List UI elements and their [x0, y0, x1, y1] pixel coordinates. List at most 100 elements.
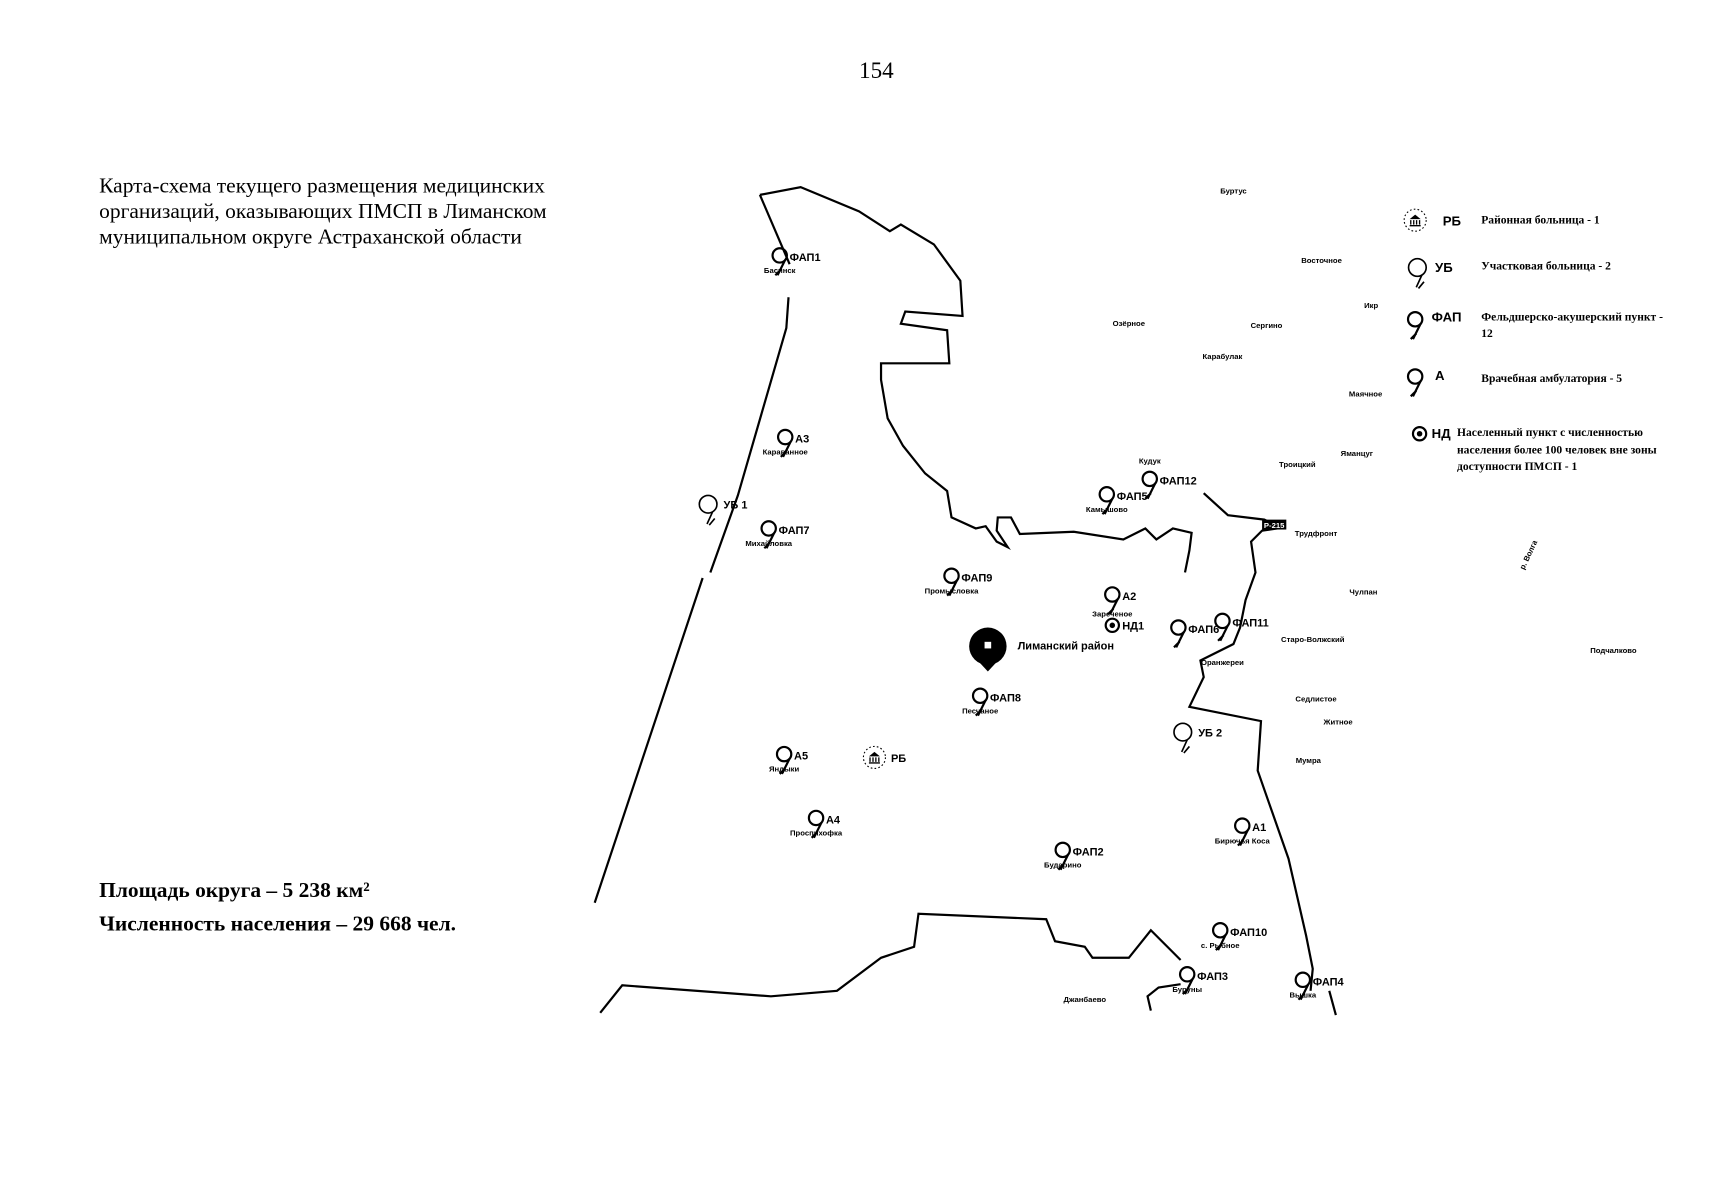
- marker-place-name: Зареченое: [1092, 610, 1133, 619]
- district-center-marker: Лиманский район: [969, 627, 1114, 672]
- legend-item-nd: НД Населенный пункт с численностью насел…: [1411, 426, 1657, 473]
- marker-place-name: Бударино: [1044, 861, 1082, 870]
- marker-code: ФАП3: [1197, 971, 1228, 983]
- target-icon: [1411, 426, 1428, 442]
- marker-code: ФАП1: [790, 252, 821, 264]
- map-title: Карта-схема текущего размещения медицинс…: [99, 175, 547, 249]
- marker-code: А5: [794, 751, 808, 763]
- marker-place-name: Михайловка: [745, 539, 792, 548]
- legend-item-ub: УБ Участковая больница - 2: [1407, 257, 1611, 290]
- place-name: Маячное: [1349, 389, 1383, 398]
- pin-icon: [1214, 612, 1231, 642]
- place-name: Озёрное: [1113, 319, 1146, 328]
- marker-code: ФАП4: [1313, 976, 1345, 988]
- place-name: Старо-Волжский: [1281, 635, 1345, 644]
- marker-place-name: Проспихофка: [790, 829, 843, 838]
- legend-code: ФАП: [1432, 309, 1462, 324]
- pin-icon: [1170, 619, 1187, 649]
- marker-code: ФАП6: [1188, 624, 1219, 636]
- map-marker-рб: РБ: [862, 745, 906, 770]
- marker-code: А2: [1122, 591, 1136, 603]
- place-name: Седлистое: [1295, 694, 1337, 703]
- marker-code: УБ 1: [724, 500, 748, 512]
- marker-place-name: Бирючья Коса: [1215, 836, 1271, 845]
- hospital-icon: [862, 745, 887, 770]
- map-marker-уб2: УБ 2: [1173, 722, 1222, 754]
- marker-code: ФАП8: [990, 692, 1021, 704]
- svg-text:Лиманский район: Лиманский район: [1018, 641, 1114, 653]
- place-name: Троицкий: [1279, 460, 1316, 469]
- pin-outline-icon: [1173, 722, 1193, 754]
- marker-place-name: Караванное: [763, 448, 809, 457]
- legend-item-fap: ФАП Фельдшерско-акушерский пункт - 12: [1406, 309, 1663, 341]
- place-name: Чулпан: [1349, 587, 1377, 596]
- place-name: Подчалково: [1590, 646, 1637, 655]
- place-name: Яманцуг: [1341, 449, 1373, 458]
- marker-place-name: Оранжереи: [1201, 658, 1244, 667]
- place-name: Карабулак: [1203, 352, 1243, 361]
- place-name: Житное: [1323, 717, 1354, 726]
- marker-code: ФАП2: [1073, 846, 1104, 858]
- svg-text:РБ: РБ: [1443, 214, 1462, 229]
- marker-place-name: с. Рыбное: [1201, 941, 1240, 950]
- marker-place-name: Промысловка: [925, 586, 979, 595]
- area-text: Площадь округа – 5 238 км²: [99, 879, 370, 903]
- pin-icon: [1406, 368, 1424, 398]
- place-name: р. Волга: [1518, 538, 1540, 571]
- marker-code: ФАП5: [1117, 491, 1148, 503]
- pin-outline-icon: [1407, 257, 1428, 290]
- marker-place-name: Песчаное: [962, 706, 999, 715]
- marker-code: А3: [795, 434, 809, 446]
- marker-place-name: Камышово: [1086, 505, 1128, 514]
- marker-code: А1: [1252, 822, 1266, 834]
- marker-code: РБ: [891, 753, 906, 765]
- legend-item-rb: РБ Районная больница - 1: [1403, 208, 1600, 232]
- svg-text:НД: НД: [1432, 426, 1452, 441]
- place-name: Джанбаево: [1063, 995, 1106, 1004]
- map-legend: РБ Районная больница - 1 УБ Участковая б…: [1403, 208, 1663, 473]
- pin-icon: [1406, 311, 1424, 341]
- place-name: Буртус: [1220, 187, 1247, 196]
- svg-text:А: А: [1435, 368, 1445, 383]
- marker-place-name: Басинск: [764, 266, 796, 275]
- population-text: Численность населения – 29 668 чел.: [99, 912, 457, 936]
- map-marker-уб1: УБ 1: [698, 494, 748, 526]
- map-marker-фап6: ФАП6: [1170, 619, 1219, 649]
- svg-text:Участковая больница - 2: Участковая больница - 2: [1481, 260, 1611, 273]
- district-border: [593, 186, 1337, 1016]
- place-name: Трудфронт: [1295, 529, 1338, 538]
- legend-item-a: А Врачебная амбулатория - 5: [1406, 368, 1622, 398]
- map-marker-фап12: ФАП12 Кудук: [1139, 456, 1197, 500]
- map-marker-нд1: НД1: [1104, 617, 1144, 634]
- marker-place-name: Вышка: [1290, 990, 1317, 999]
- svg-text:Районная больница - 1: Районная больница - 1: [1481, 213, 1600, 226]
- marker-place-name: Кудук: [1139, 456, 1161, 465]
- svg-text:УБ: УБ: [1435, 260, 1453, 275]
- svg-text:Врачебная амбулатория - 5: Врачебная амбулатория - 5: [1481, 372, 1622, 385]
- marker-code: ФАП12: [1160, 475, 1197, 487]
- marker-code: НД1: [1122, 621, 1144, 633]
- marker-code: УБ 2: [1198, 728, 1222, 740]
- marker-code: ФАП7: [779, 525, 810, 537]
- hospital-icon: [1403, 208, 1427, 232]
- district-stats: Площадь округа – 5 238 км² Численность н…: [99, 875, 456, 941]
- marker-place-name: Буруны: [1172, 985, 1202, 994]
- pin-outline-icon: [698, 494, 718, 526]
- marker-place-name: Яндыки: [769, 765, 799, 774]
- map-marker-фап10: ФАП10 с. Рыбное: [1201, 922, 1267, 952]
- marker-code: ФАП10: [1230, 927, 1267, 939]
